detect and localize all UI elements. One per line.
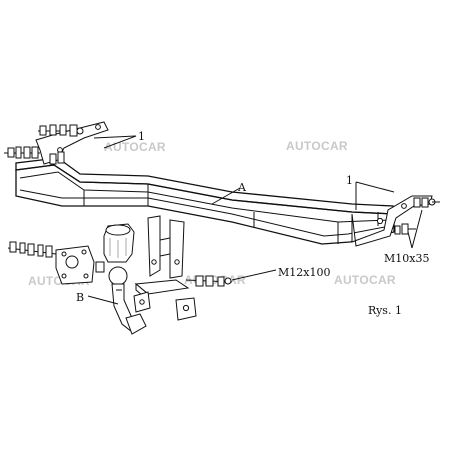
- left-side-bracket: [4, 121, 109, 165]
- callout-m12x100: M12x100: [278, 266, 330, 279]
- socket-plate: [55, 245, 105, 285]
- callout-m10x35: M10x35: [384, 252, 429, 265]
- socket-fastener-set: [7, 241, 57, 258]
- watermark-top-right: AUTOCAR: [286, 139, 348, 153]
- callout-a: A: [237, 181, 247, 194]
- watermark-bottom-right: AUTOCAR: [334, 273, 396, 287]
- ball-mount-bracket: [133, 215, 233, 321]
- right-side-bracket: [351, 195, 440, 247]
- tow-ball-neck: [108, 266, 147, 335]
- crossbar-beam: [15, 157, 395, 245]
- right-fastener-set: [394, 197, 440, 235]
- figure-caption: Rys. 1: [368, 304, 402, 317]
- electrical-socket: [103, 223, 135, 263]
- callout-1-left: 1: [138, 130, 145, 143]
- watermark-top-left: AUTOCAR: [104, 140, 166, 154]
- left-lower-fastener-set: [4, 146, 65, 165]
- callout-1-right: 1: [346, 174, 353, 187]
- leader-lines: [87, 135, 423, 305]
- callout-b: B: [76, 291, 84, 304]
- left-top-fastener-set: [38, 124, 84, 137]
